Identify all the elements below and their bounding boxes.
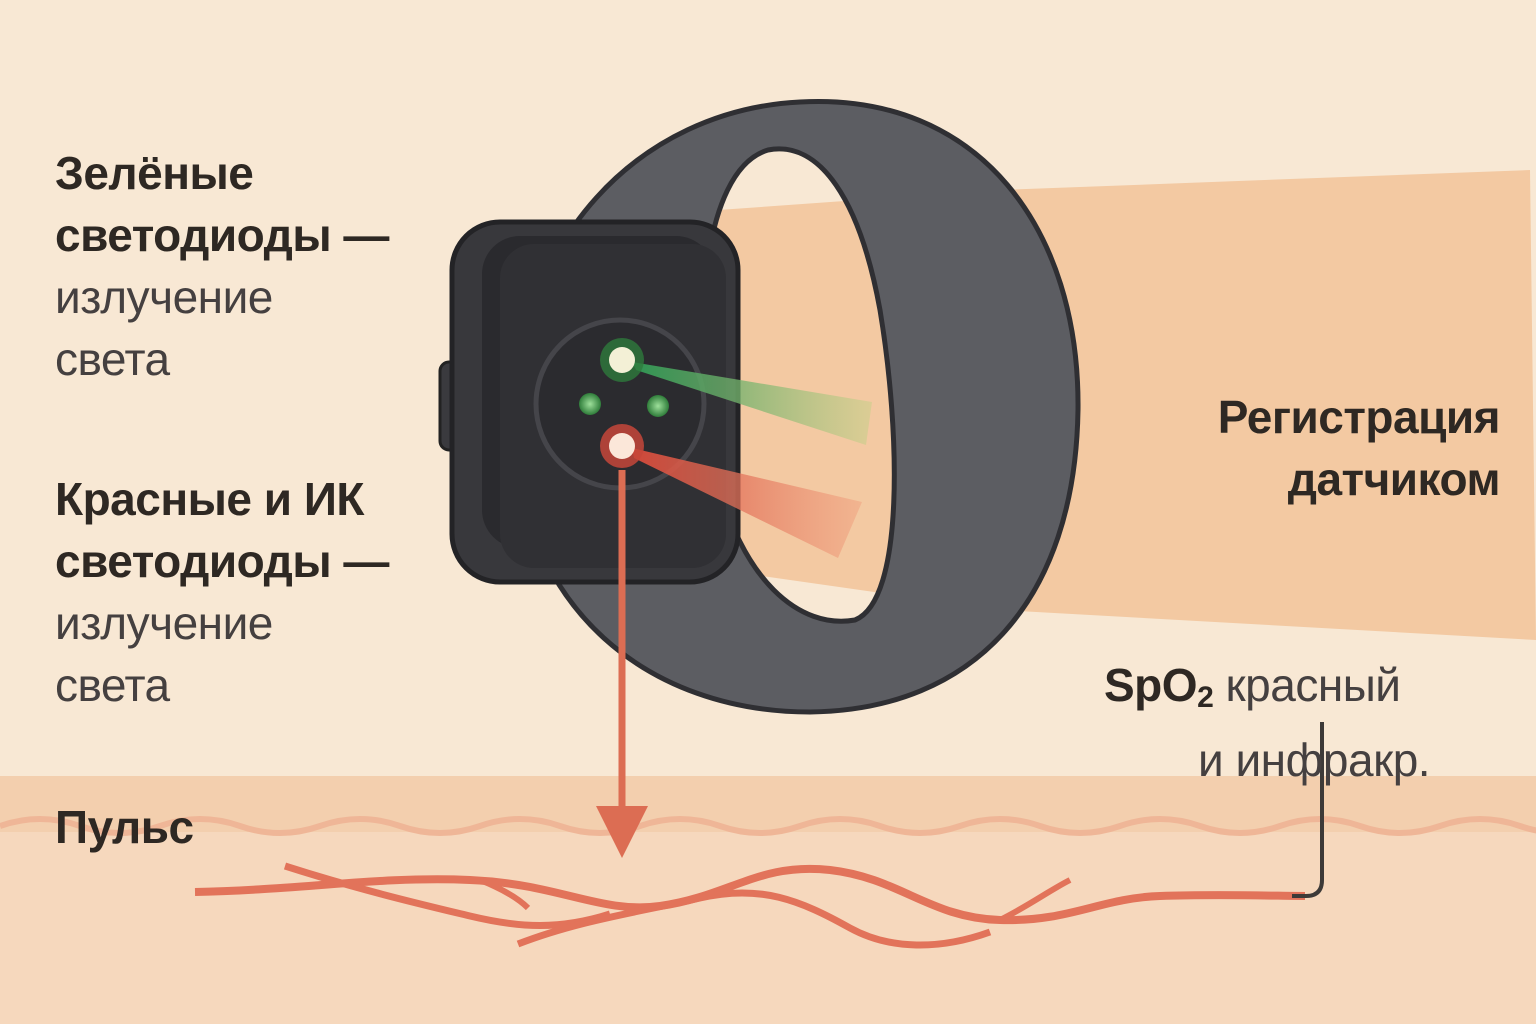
red-ir-leds-line1: Красные и ИК — [55, 473, 364, 525]
green-light-beam — [632, 362, 872, 445]
blood-vessel-branch-3 — [478, 877, 531, 911]
green-leds-line1: Зелёные — [55, 147, 254, 199]
sensor-registration-label: Регистрация датчиком — [1217, 386, 1501, 510]
red-led-main — [609, 433, 635, 459]
blood-vessel-branch-2 — [516, 889, 992, 949]
spo2-prefix: SpO — [1104, 659, 1198, 711]
sensor-line1: Регистрация — [1217, 391, 1501, 443]
green-leds-line2: светодиоды — — [55, 209, 389, 261]
pulse-arrow-head — [596, 806, 648, 858]
green-led-left — [579, 393, 601, 415]
sensor-line2: датчиком — [1287, 453, 1501, 505]
spo2-subscript: 2 — [1197, 681, 1214, 714]
spo2-line2: и инфракр. — [1198, 734, 1431, 786]
blood-vessel-branch-1 — [283, 862, 612, 929]
blood-vessel-branch-4 — [998, 877, 1072, 923]
spo2-leader-line — [1292, 722, 1324, 898]
pulse-label: Пульс — [55, 801, 194, 853]
skin-wave-line — [0, 816, 1536, 836]
red-ir-leds-line2: светодиоды — — [55, 535, 389, 587]
green-led-main — [609, 347, 635, 373]
skin-surface-band — [0, 776, 1536, 832]
blood-vessel-main — [194, 864, 1306, 925]
green-leds-label: Зелёные светодиоды — излучение света — [55, 142, 389, 390]
green-led-right — [647, 395, 669, 417]
green-leds-line3: излучение — [55, 271, 273, 323]
spo2-suffix: красный — [1213, 659, 1401, 711]
spo2-label: SpO2 красный и инфракр. — [1104, 654, 1431, 791]
red-ir-leds-line3: излучение — [55, 597, 273, 649]
red-ir-leds-label: Красные и ИК светодиоды — излучение свет… — [55, 468, 389, 716]
green-leds-line4: света — [55, 333, 170, 385]
red-ir-leds-line4: света — [55, 659, 170, 711]
red-light-beam — [632, 448, 862, 558]
